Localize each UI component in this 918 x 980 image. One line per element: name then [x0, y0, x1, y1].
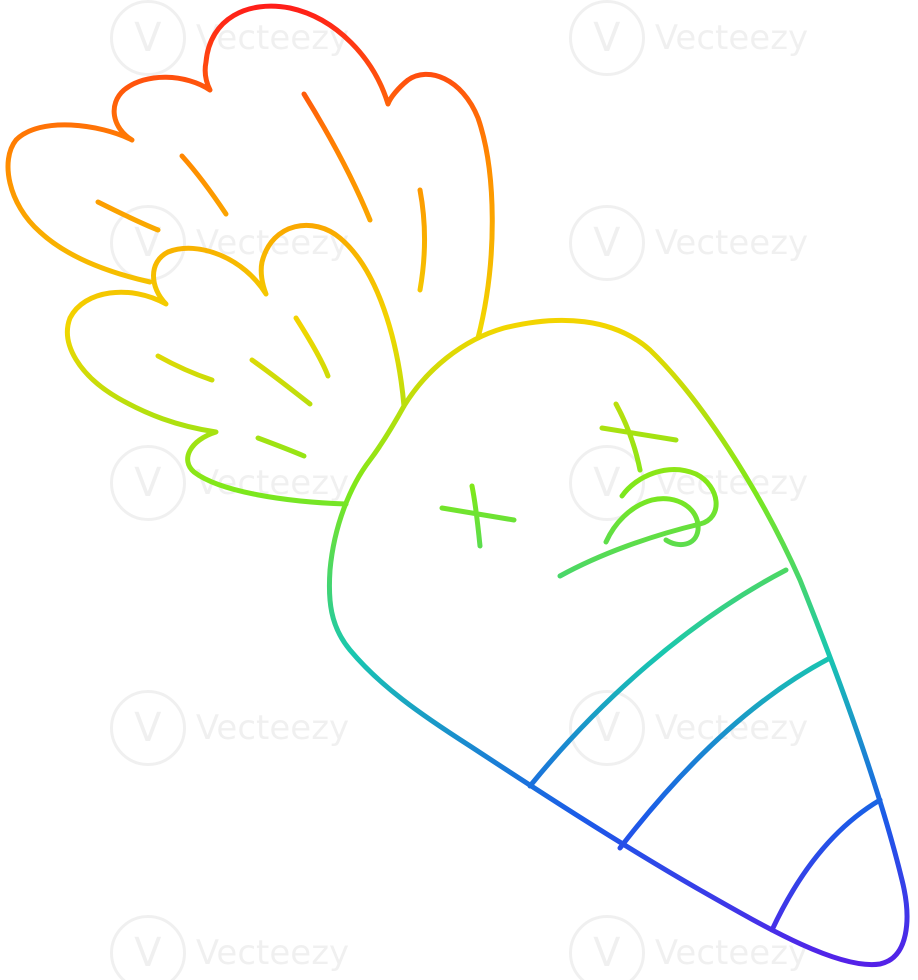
left-eye-x: [439, 483, 517, 549]
mouth: [557, 467, 719, 579]
tongue: [603, 496, 701, 548]
back-leaf-vein: [179, 153, 229, 217]
back-leaf-vein: [417, 187, 427, 293]
carrot-ridge-line: [769, 797, 883, 933]
front-leaf-vein: [255, 435, 307, 459]
front-leaf-vein: [293, 315, 331, 379]
front-leaf-outline: [64, 222, 407, 507]
carrot-body-outline: [326, 317, 910, 968]
back-leaf-vein: [301, 91, 373, 223]
carrot-ridge-line: [617, 655, 833, 851]
carrot-ridge-line: [527, 567, 789, 789]
back-leaf-vein: [95, 199, 161, 233]
right-eye-x: [599, 401, 679, 473]
front-leaf-vein: [155, 353, 215, 383]
back-leaf-outline: [5, 3, 495, 341]
front-leaf-vein: [249, 357, 313, 407]
